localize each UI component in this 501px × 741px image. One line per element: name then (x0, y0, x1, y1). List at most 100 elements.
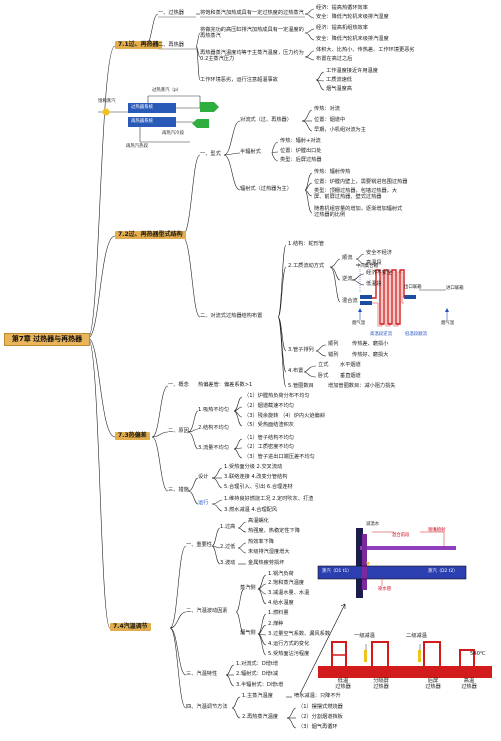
too-high-2: 热强度、热稳定性下降 (248, 528, 300, 534)
design-item-3: 5.合理引入、引出 6.合理连材 (224, 484, 293, 490)
staggered-arrangement: 错列 (328, 352, 339, 358)
conv-item-2: 位置：烟道中 (314, 117, 346, 123)
fluctuation[interactable]: 3.波动 (220, 560, 236, 566)
conv-item-3: 早期，小机组对流为主 (314, 127, 366, 133)
mixed-flow[interactable]: 混合流 (342, 298, 358, 304)
char-item-3: 3.半辐射式：D增t增 (236, 682, 284, 688)
heat-item-1: （1）炉膛热负荷分布不均匀 (244, 393, 310, 399)
gas-item-2: 2.煤种 (268, 621, 284, 627)
section-7-2[interactable]: 7.2过、再热器型式结构 (115, 231, 186, 239)
cause-node[interactable]: 二、原因 (168, 428, 189, 434)
d2-low-temp-sh: 低温过热器 (335, 678, 351, 690)
reheater-prop-2: 布置在高过之后 (316, 56, 353, 62)
main-steam-desc: 喷水减温：只降不升 (294, 693, 341, 699)
two-stage-desuperheat-diagram (318, 641, 492, 678)
pipe-mid-header: 中间集合箱 (356, 264, 378, 269)
d1-steam-out: 蒸汽（D2 t2） (428, 569, 458, 574)
diagram-label-saturated: 饱和蒸汽 (98, 99, 116, 104)
parallel-flow[interactable]: 顺流 (342, 255, 353, 261)
cause-flow[interactable]: 3.流量不均匀 (198, 445, 229, 451)
diagram-label-hot: 再热汽热段 (126, 144, 148, 149)
d2-division-sh: 分隔屏过热器 (373, 678, 389, 690)
diagram-label-superheated: 过热蒸汽（p） (152, 88, 182, 93)
concept-node[interactable]: 一、概念 (168, 382, 189, 388)
convection-type[interactable]: 对流式（过、再热器） (240, 117, 292, 123)
branch-7-4 (87, 337, 111, 629)
section-7-4[interactable]: 7.4汽温调节 (110, 623, 151, 631)
semi-item-3: 类型：后屏过热器 (280, 157, 322, 163)
gas-item-3: 3.过量空气系数、漏风系数 (268, 631, 331, 637)
rad-item-2: 位置：炉膛内壁上，需要锅进包围过热器 (314, 179, 408, 185)
run-item-2: 3.燃水减温 4.合理配风 (224, 507, 278, 513)
section-7-3[interactable]: 7.3热偏差 (115, 432, 150, 440)
radiant-type[interactable]: 辐射式（过热器为主） (240, 186, 292, 192)
d2-rear-sh: 后屏过热器 (425, 678, 441, 690)
semi-item-1: 传热：辐射+对流 (280, 138, 321, 144)
too-low-2: 末级排汽湿度增大 (248, 549, 290, 555)
reheater-node[interactable]: 二、再热器 (158, 42, 184, 48)
heat-item-3: （3）残余旋转 （4）炉内火焰偏斜 (244, 413, 325, 419)
horizontal-layout: 卧式 (318, 373, 329, 379)
factors-node[interactable]: 二、汽温波动因素 (186, 608, 228, 614)
horizontal-layout-desc: 垂直烟道 (340, 373, 361, 379)
concept-desc: 热偏差管：偏差系数>1 (198, 382, 253, 388)
too-low[interactable]: 2.过低 (220, 544, 236, 550)
superheater-purpose-2: 安全：降低汽轮机末级排汽湿度 (316, 14, 389, 20)
superheater-system-diagram (98, 95, 219, 143)
steam-item-4: 4.给水温度 (268, 600, 294, 606)
measure-node[interactable]: 三、措施 (168, 487, 189, 493)
design-item-2: 3.联络连接 4.改变分管结构 (224, 474, 288, 480)
superheater-node[interactable]: 一、过热器 (158, 10, 184, 16)
parallel-item-1: 安全不经济 (366, 250, 392, 256)
heat-item-4: （5）受热面结渣积灰 (244, 422, 294, 428)
diagram-reheater-box: 再热器系统 (131, 119, 153, 124)
gas-item-4: 4.运行方式的变化 (268, 641, 310, 647)
temp-characteristic-node[interactable]: 三、汽温特性 (186, 671, 218, 677)
gas-side[interactable]: 烟气侧 (240, 630, 256, 636)
too-high[interactable]: 1.过高 (220, 524, 236, 530)
measure-run[interactable]: 运行 (198, 500, 209, 506)
reheater-desc: 将做完功的高压缸排汽加热成具有一定温度的再热蒸汽 (200, 27, 304, 39)
inline-arrangement: 顺列 (328, 341, 339, 347)
parallel-item-2: 高温段 (366, 260, 382, 266)
cause-structure: 2.结构不均匀 (198, 425, 229, 431)
desuperheater-diagram (317, 528, 467, 598)
counter-flow[interactable]: 逆流 (342, 276, 353, 282)
type-node[interactable]: 一、型式 (200, 151, 221, 157)
char-item-1: 1.对流式：D增t增 (236, 661, 279, 667)
tube-arrangement[interactable]: 3.管子排列 (288, 347, 314, 353)
layout-arrangement[interactable]: 4.布置 (288, 368, 304, 374)
gas-item-5: 5.受热面沾污程度 (268, 651, 310, 657)
flow-item-1: （1）管子结构不均匀 (244, 435, 294, 441)
main-steam-temp[interactable]: 1.主蒸汽温度 (242, 693, 273, 699)
work-item-2: 工质流速低 (326, 77, 352, 83)
branch-7-3 (87, 337, 116, 438)
steam-item-2: 2.饱和蒸汽温度 (268, 580, 305, 586)
cause-heat[interactable]: 1.吸热不均匀 (198, 407, 229, 413)
reheat-item-3: （3）烟气再循环 (298, 724, 338, 730)
conv-layout-node[interactable]: 二、对流式过热器结构布置 (200, 313, 263, 319)
serpentine-tube-diagram (358, 269, 449, 327)
reheat-steam-temp[interactable]: 2.再热蒸汽温度 (242, 714, 279, 720)
steam-side[interactable]: 蒸汽侧 (240, 585, 256, 591)
pipe-flue-1: 烟气温 (352, 321, 366, 326)
flow-item-2: （2）工质密度不均匀 (244, 444, 294, 450)
superheater-purpose-1: 经济：提高热循环效率 (316, 5, 368, 11)
diagram-label-cold: 再热汽冷段 (162, 131, 184, 136)
run-item-1: 1.维持良好燃烧工况 2.定时吹灰、打渣 (224, 496, 314, 502)
superheater-desc: 将饱和蒸汽加热成具有一定过热度的过热蒸汽 (200, 10, 304, 16)
root-node[interactable]: 第7章 过热器与再热器 (4, 333, 90, 346)
rad-item-4: 随着机组容量的增加，逐渐增加辐射式过热器的比例 (314, 206, 403, 218)
gas-item-1: 1.燃料量 (268, 610, 289, 616)
d2-first-stage: 一级减温 (354, 633, 375, 639)
measure-design[interactable]: 设计 (198, 474, 209, 480)
regulation-node[interactable]: 四、汽温调节方法 (186, 704, 228, 710)
semi-radiant-type[interactable]: 半辐射式 (240, 149, 261, 155)
d1-mixing: 混合前段 (392, 533, 410, 538)
section-7-1[interactable]: 7.1过、再热器 (115, 41, 162, 49)
vertical-layout: 立式 (318, 362, 329, 368)
staggered-desc: 传热好、磨损大 (352, 352, 389, 358)
layout-flow[interactable]: 2.工质流动方式 (288, 263, 325, 269)
importance-node[interactable]: 一、重要性 (186, 542, 212, 548)
